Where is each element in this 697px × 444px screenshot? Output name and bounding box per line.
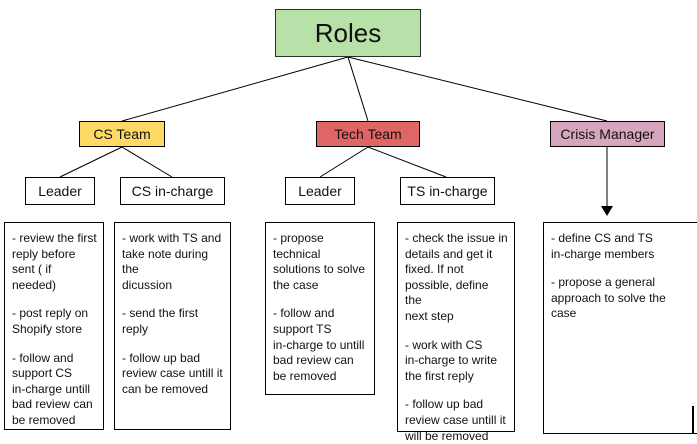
roles-title: Roles [314,17,382,48]
cs-team-node: CS Team [79,121,165,147]
ts-incharge-node: TS in-charge [400,177,495,205]
cs-leader-label: Leader [38,183,82,199]
crisis-manager-node: Crisis Manager [550,121,665,147]
tech-leader-label: Leader [298,183,342,199]
crisis-manager-duties: - define CS and TS in-charge members - p… [543,222,697,434]
tech-leader-node: Leader [285,177,355,205]
duty-item: - check the issue in details and get it … [405,231,508,323]
duty-item: - review the first reply before sent ( i… [12,231,97,292]
duty-item: - follow and support TS in-charge to unt… [273,306,365,383]
cs-leader-duties: - review the first reply before sent ( i… [4,222,104,430]
tech-leader-duties: - propose technical solutions to solve t… [265,222,375,395]
cs-leader-node: Leader [25,177,95,205]
duty-item: - define CS and TS in-charge members [551,231,655,261]
tech-team-node: Tech Team [316,121,420,147]
ts-incharge-duties: - check the issue in details and get it … [397,222,515,443]
duty-item: - work with TS and take note during the … [122,231,222,292]
connector-cs-incharge [121,146,173,178]
connector-roles-cs [121,56,349,122]
roles-root-node: Roles [275,9,421,57]
duty-item: - follow up bad review case untill it wi… [405,397,506,443]
connector-tech-leader [319,146,369,178]
connector-tech-incharge [367,146,447,178]
duty-item: - follow and support CS in-charge untill… [12,350,93,427]
cs-team-label: CS Team [93,126,151,142]
arrow-head [601,206,613,216]
connector-roles-crisis [347,56,608,122]
cs-incharge-label: CS in-charge [131,183,214,199]
edge-divider [692,406,694,434]
connector-cs-leader [59,146,123,178]
duty-item: - follow up bad review case untill it ca… [122,350,223,396]
ts-incharge-label: TS in-charge [407,183,488,199]
duty-item: - propose a general approach to solve th… [551,275,666,321]
cs-incharge-node: CS in-charge [120,177,225,205]
duty-item: - work with CS in-charge to write the fi… [405,337,498,383]
crisis-manager-label: Crisis Manager [560,126,655,142]
duty-item: - propose technical solutions to solve t… [273,231,366,292]
connector-roles-tech [347,56,369,122]
tech-team-label: Tech Team [334,126,402,142]
cs-incharge-duties: - work with TS and take note during the … [114,222,231,430]
duty-item: - post reply on Shopify store [12,306,89,336]
duty-item: - send the first reply [122,306,199,336]
